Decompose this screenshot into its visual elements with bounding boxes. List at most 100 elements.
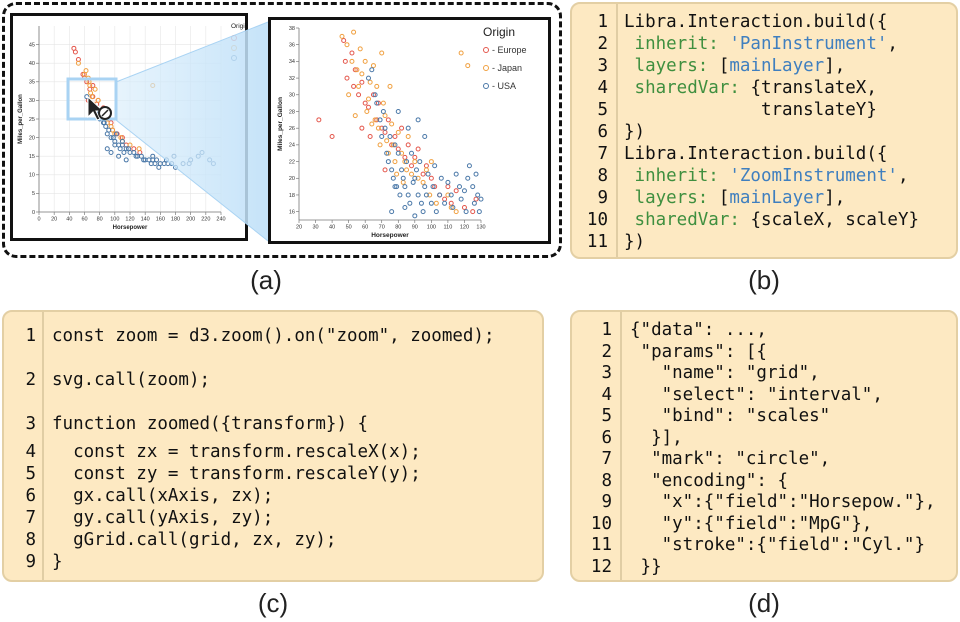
- line-number: 4: [25, 442, 36, 462]
- scatter-point-japan: [362, 58, 368, 64]
- scatter-point-usa: [395, 150, 401, 156]
- scatter-point-usa: [405, 192, 411, 198]
- legend-title: Origi: [231, 23, 245, 30]
- scatter-point-usa: [423, 192, 429, 198]
- zoom-projection-shape: [116, 22, 268, 241]
- caption-c: (c): [257, 588, 289, 618]
- scatter-point-usa: [413, 167, 419, 173]
- scatter-point-europe: [382, 129, 388, 135]
- scatter-point-usa: [418, 200, 424, 206]
- scatter-point-japan: [445, 192, 451, 198]
- scatter-point-europe: [341, 38, 347, 44]
- code-line: const zx = transform.rescaleX(x);: [52, 442, 421, 462]
- scatter-point-usa: [478, 196, 484, 202]
- scatter-point-japan: [370, 63, 376, 69]
- legend-swatch: [483, 65, 489, 71]
- x-tick-label: 140: [141, 217, 150, 223]
- code-line: gx.call(xAxis, zx);: [52, 486, 274, 506]
- y-tick-label: 35: [29, 80, 35, 86]
- x-tick-label: 40: [66, 217, 72, 223]
- scatter-point-europe: [385, 117, 391, 123]
- scatter-point-usa: [410, 179, 416, 185]
- code-token: inherit:: [624, 34, 730, 54]
- code-line: "encoding": {: [630, 470, 789, 491]
- code-line: Libra.Interaction.build({: [624, 12, 887, 32]
- y-tick-label: 26: [289, 126, 295, 132]
- code-token: 'ZoomInstrument': [729, 166, 898, 186]
- y-tick-label: 15: [29, 154, 35, 160]
- scatter-point-usa: [392, 142, 398, 148]
- line-number: 9: [25, 552, 36, 572]
- scatter-point-usa: [380, 108, 386, 114]
- legend-title: Origin: [483, 25, 515, 39]
- code-line: layers: [mainLayer],: [624, 56, 846, 76]
- legend-swatch: [483, 47, 489, 53]
- code-line: }: [52, 552, 63, 572]
- x-tick-label: 60: [81, 217, 87, 223]
- scatter-point-europe: [448, 200, 454, 206]
- scatter-point-usa: [123, 146, 129, 152]
- y-tick-label: 28: [289, 109, 295, 115]
- line-number: 4: [601, 384, 612, 405]
- code-token: ,: [887, 34, 898, 54]
- x-tick-label: 40: [329, 225, 335, 231]
- scatter-point-usa: [417, 159, 423, 165]
- panel-a-frame: [2, 2, 562, 258]
- code-line: }): [624, 232, 645, 252]
- scatter-point-japan: [359, 71, 365, 77]
- y-tick-label: 16: [289, 209, 295, 215]
- scatter-point-usa: [456, 184, 462, 190]
- scatter-point-usa: [374, 100, 380, 106]
- y-tick-label: 22: [289, 159, 295, 165]
- y-tick-label: 20: [29, 135, 35, 141]
- x-tick-label: 80: [395, 225, 401, 231]
- y-tick-label: 0: [32, 210, 35, 216]
- scatter-point-usa: [121, 149, 127, 155]
- scatter-point-usa: [412, 175, 418, 181]
- scatter-point-europe: [329, 134, 335, 140]
- legend-swatch: [483, 83, 489, 89]
- scatter-point-europe: [432, 184, 438, 190]
- code-line: "params": [{: [630, 341, 767, 362]
- x-tick-label: 220: [201, 217, 210, 223]
- scatter-point-europe: [359, 125, 365, 131]
- scatter-point-europe: [382, 167, 388, 173]
- scatter-point-europe: [344, 75, 350, 81]
- scatter-point-usa: [471, 200, 477, 206]
- scatter-point-japan: [380, 100, 386, 106]
- scatter-point-usa: [400, 175, 406, 181]
- code-line: }],: [630, 427, 683, 448]
- scatter-point-europe: [428, 175, 434, 181]
- code-line: gy.call(yAxis, zy);: [52, 508, 274, 528]
- x-tick-label: 20: [51, 217, 57, 223]
- code-line: const zoom = d3.zoom().on("zoom", zoomed…: [52, 326, 495, 346]
- scatter-point-usa: [389, 167, 395, 173]
- y-tick-label: 30: [29, 98, 35, 104]
- scatter-point-japan: [389, 121, 395, 127]
- scatter-point-usa: [422, 184, 428, 190]
- scatter-point-usa: [387, 134, 393, 140]
- scatter-point-usa: [382, 125, 388, 131]
- scatter-point-usa: [384, 150, 390, 156]
- line-number-gutter: [616, 4, 618, 257]
- scatter-point-europe: [445, 184, 451, 190]
- x-tick-label: 50: [346, 225, 352, 231]
- line-number: 1: [601, 320, 612, 340]
- line-number: 3: [597, 56, 608, 76]
- scatter-point-japan: [365, 96, 371, 102]
- y-tick-label: 25: [29, 117, 35, 123]
- scatter-point-japan: [402, 159, 408, 165]
- line-number: 6: [25, 486, 36, 506]
- zoom-cursor-icon: [86, 95, 114, 123]
- scatter-point-japan: [344, 42, 350, 48]
- scatter-point-usa: [415, 117, 421, 123]
- scatter-point-usa: [395, 108, 401, 114]
- x-tick-label: 30: [312, 225, 318, 231]
- scatter-point-japan: [367, 79, 373, 85]
- scatter-point-japan: [465, 63, 471, 69]
- scatter-point-usa: [104, 146, 110, 152]
- scatter-point-usa: [106, 127, 112, 133]
- code-token: }): [624, 122, 646, 142]
- line-number-gutter: [620, 312, 622, 580]
